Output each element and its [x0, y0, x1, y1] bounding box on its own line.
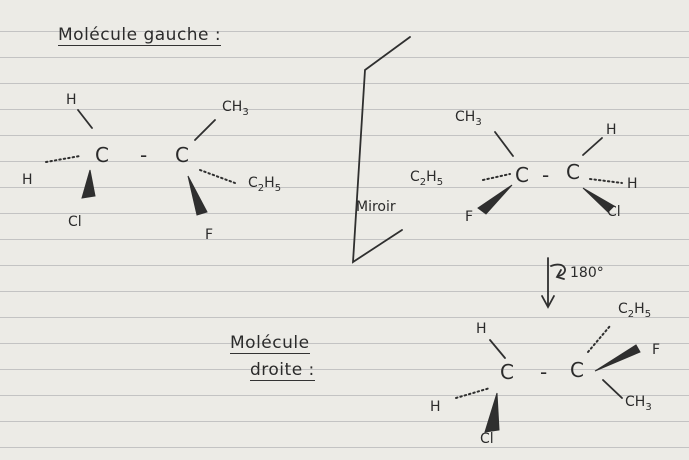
bond-h-top-mirror: [582, 137, 603, 156]
mirror-carbon-2: C: [566, 160, 580, 184]
right-carbon-1: C: [500, 360, 514, 384]
wedge-f-right: [594, 344, 641, 372]
right-cl: Cl: [480, 431, 494, 447]
mirror-ch3: CH3: [455, 109, 482, 128]
wedge-cl-right: [484, 392, 500, 433]
left-c2h5: C2H5: [248, 175, 282, 194]
left-bond: -: [140, 143, 148, 167]
left-cl: Cl: [68, 214, 82, 230]
bond-h-right-mirror-dashed: [589, 178, 623, 184]
wedge-f-left: [187, 175, 208, 216]
wedge-f-mirror: [477, 184, 513, 215]
right-ch3: CH3: [625, 394, 652, 413]
right-c2h5: C2H5: [618, 301, 652, 320]
mirror-h-top: H: [606, 122, 617, 138]
bond-c2h5-left-dashed: [199, 169, 236, 184]
left-h-left: H: [22, 172, 33, 188]
bond-ch3-right: [602, 379, 623, 399]
bond-h-left-dashed: [45, 155, 81, 163]
right-carbon-2: C: [570, 358, 584, 382]
right-f: F: [652, 342, 661, 358]
rotation-curl-head: [555, 269, 565, 280]
mirror-cl: Cl: [607, 204, 621, 220]
left-carbon-1: C: [95, 143, 109, 167]
bond-h-top: [77, 109, 93, 129]
left-ch3: CH3: [222, 99, 249, 118]
bond-ch3-mirror: [494, 131, 514, 157]
bond-h-top-right: [489, 339, 506, 359]
rotation-label: 180°: [570, 265, 604, 281]
left-carbon-2: C: [175, 143, 189, 167]
title-right-molecule-line2: droite :: [250, 360, 315, 381]
mirror-f: F: [465, 209, 474, 225]
mirror-plane: [351, 36, 411, 264]
mirror-c2h5: C2H5: [410, 169, 444, 188]
title-left-molecule: Molécule gauche :: [58, 25, 222, 46]
mirror-carbon-1: C: [515, 163, 529, 187]
rotation-curl: [550, 263, 566, 277]
title-right-molecule-line1: Molécule: [230, 333, 310, 354]
right-h-left: H: [430, 399, 441, 415]
mirror-label: Miroir: [356, 199, 396, 215]
bond-c2h5-mirror-dashed: [482, 173, 511, 181]
right-bond: -: [540, 360, 548, 384]
rotation-arrowhead: [541, 295, 555, 309]
left-h-top: H: [66, 92, 77, 108]
wedge-cl-left: [81, 169, 96, 199]
wedge-cl-mirror: [582, 187, 615, 213]
right-h-top: H: [476, 321, 487, 337]
bond-c2h5-right-dashed: [587, 325, 611, 353]
left-f: F: [205, 227, 214, 243]
bond-ch3-left: [194, 119, 216, 141]
bond-h-left-right-dashed: [455, 387, 491, 399]
mirror-h-right: H: [627, 176, 638, 192]
mirror-bond: -: [542, 163, 550, 187]
